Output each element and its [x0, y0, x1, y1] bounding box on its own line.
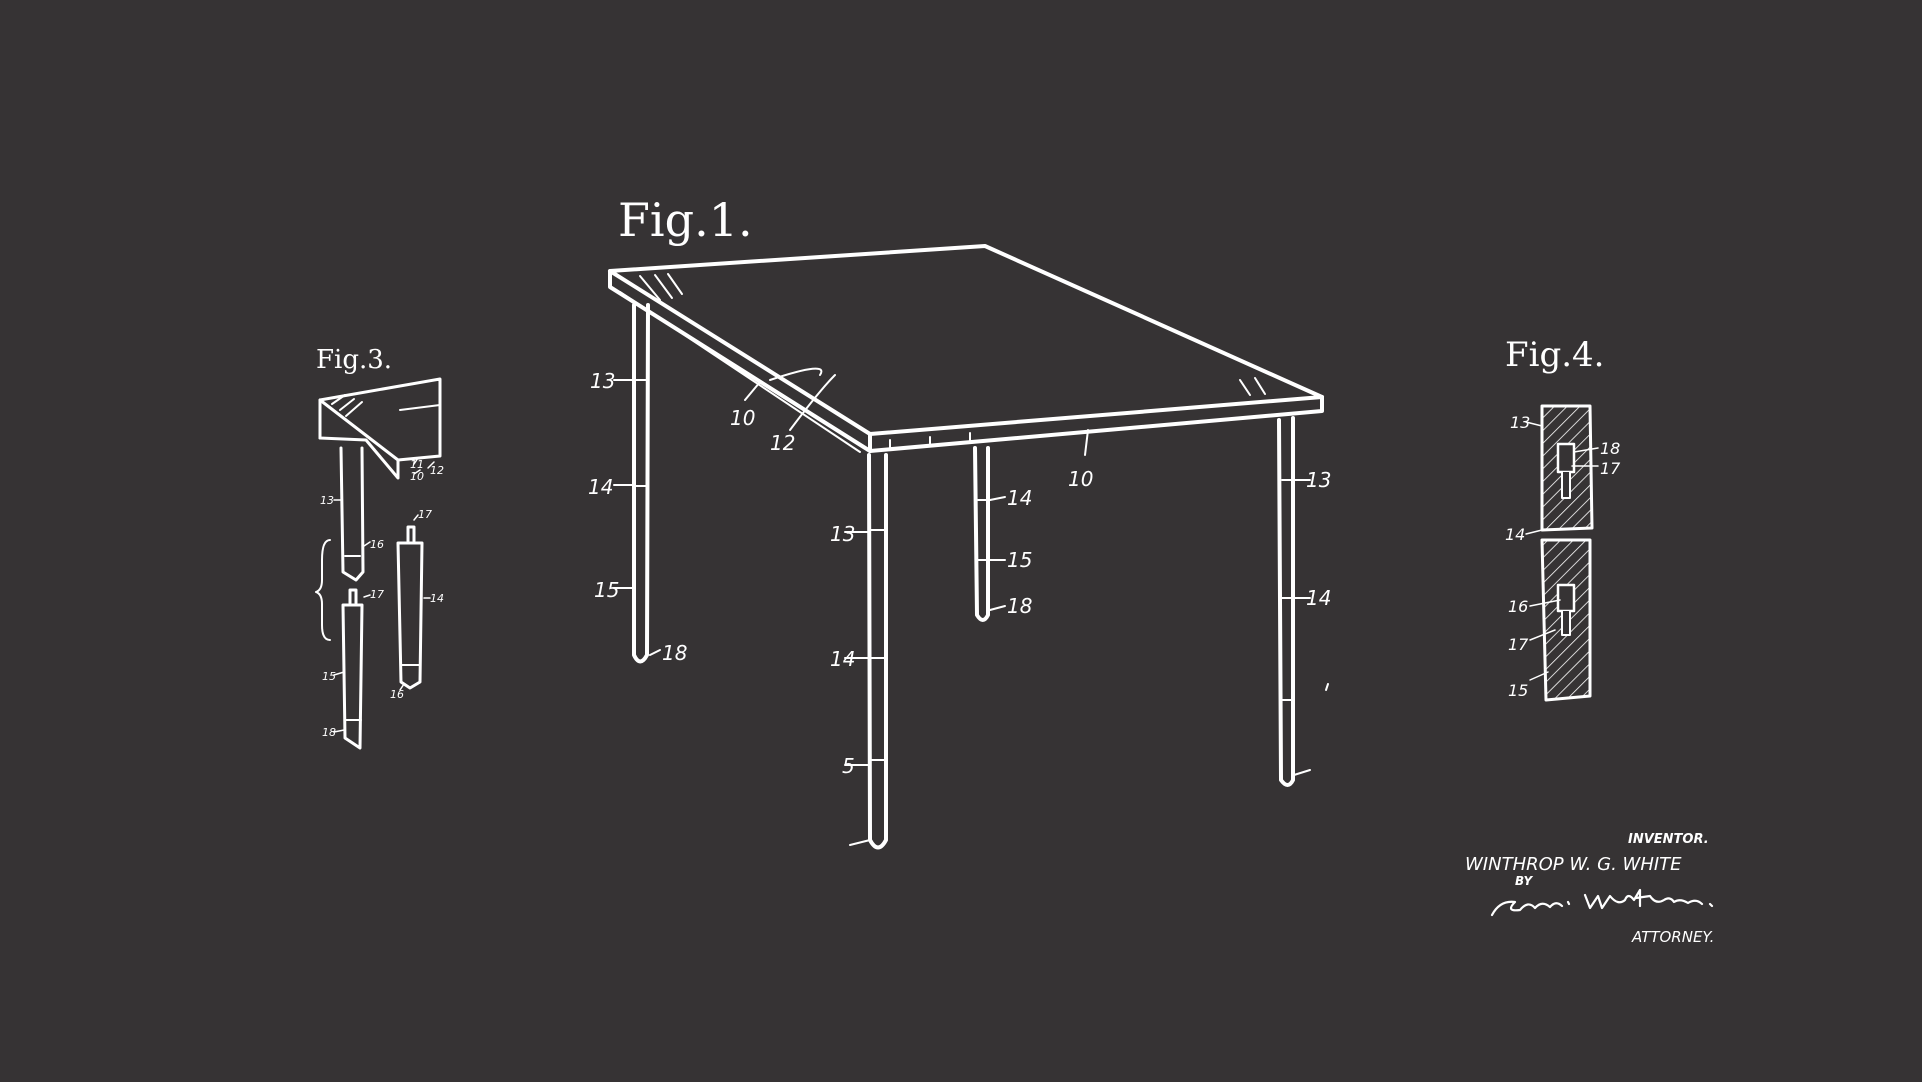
- fig3-labels: 11 10 12 13 16 17 17 14 15 16 18: [320, 458, 444, 739]
- fig1-legs: [632, 303, 1295, 850]
- fig1-table-top: [608, 244, 1324, 453]
- fig3-label: 12: [430, 464, 444, 477]
- fig3-label: 15: [322, 670, 336, 683]
- fig3-label: 16: [370, 538, 384, 551]
- fig4-label: 17: [1508, 635, 1529, 654]
- fig1-label: 13: [1306, 468, 1331, 492]
- inventor-label: INVENTOR.: [1628, 832, 1709, 847]
- fig1-top-shading: [639, 273, 1266, 449]
- fig3-label: 13: [320, 494, 334, 507]
- fig3-label: 17: [418, 508, 432, 521]
- fig1-label: 10: [730, 406, 755, 430]
- fig4-upper-section: [1540, 404, 1594, 532]
- signature-block: INVENTOR. WINTHROP W. G. WHITE BY ATTORN…: [1465, 832, 1714, 946]
- fig3-bracket: [315, 539, 331, 641]
- attorney-label: ATTORNEY.: [1631, 928, 1714, 946]
- fig4-label: 13: [1510, 413, 1530, 432]
- fig3-label: 11: [410, 458, 424, 471]
- attorney-signature-icon: [1490, 888, 1714, 917]
- fig3-leaders: [333, 457, 435, 733]
- fig1-label: 13: [590, 369, 615, 393]
- fig1-label: 18: [1007, 594, 1032, 618]
- fig4-label: 17: [1600, 459, 1621, 478]
- fig4-labels: 13 18 17 14 16 17 15: [1505, 413, 1621, 700]
- fig1-drawing: Fig.1.: [588, 193, 1331, 850]
- fig3-upper-leg: [339, 446, 365, 582]
- fig4-label: 15: [1508, 681, 1528, 700]
- fig1-label: 15: [1007, 548, 1032, 572]
- fig1-label: 14: [588, 475, 613, 499]
- fig3-label: 17: [370, 588, 384, 601]
- fig4-leaders: [1525, 421, 1599, 681]
- fig1-label: 14: [1007, 486, 1032, 510]
- fig4-title: Fig.4.: [1505, 335, 1604, 375]
- fig3-title: Fig.3.: [316, 345, 392, 375]
- fig3-label: 16: [390, 688, 404, 701]
- fig1-label: 14: [830, 647, 855, 671]
- fig1-title: Fig.1.: [618, 193, 753, 247]
- fig1-label: 12: [770, 431, 795, 455]
- fig1-label: 15: [594, 578, 619, 602]
- fig3-drawing: Fig.3.: [315, 345, 444, 750]
- fig3-corner: [318, 377, 442, 480]
- fig3-label: 14: [430, 592, 444, 605]
- fig3-label: 10: [410, 470, 424, 483]
- fig3-lower-leg: [341, 588, 364, 750]
- fig4-label: 16: [1508, 597, 1528, 616]
- fig4-label: 14: [1505, 525, 1525, 544]
- by-label: BY: [1515, 874, 1533, 888]
- fig3-side-leg: [396, 525, 424, 690]
- fig1-label: 10: [1068, 467, 1093, 491]
- fig1-leaders: [613, 374, 1329, 846]
- fig4-lower-section: [1540, 538, 1592, 702]
- fig4-drawing: Fig.4. 13 18 17 14 16 17 15: [1505, 335, 1621, 702]
- fig1-label: 18: [662, 641, 687, 665]
- inventor-name: WINTHROP W. G. WHITE: [1465, 854, 1682, 875]
- fig3-label: 18: [322, 726, 336, 739]
- fig1-label: 14: [1306, 586, 1331, 610]
- fig1-label: 13: [830, 522, 855, 546]
- fig4-label: 18: [1600, 439, 1620, 458]
- fig1-labels: 13 10 12 14 15 18 13 14 5 14 15 18 10 13…: [588, 369, 1331, 778]
- fig1-label: 5: [842, 754, 855, 778]
